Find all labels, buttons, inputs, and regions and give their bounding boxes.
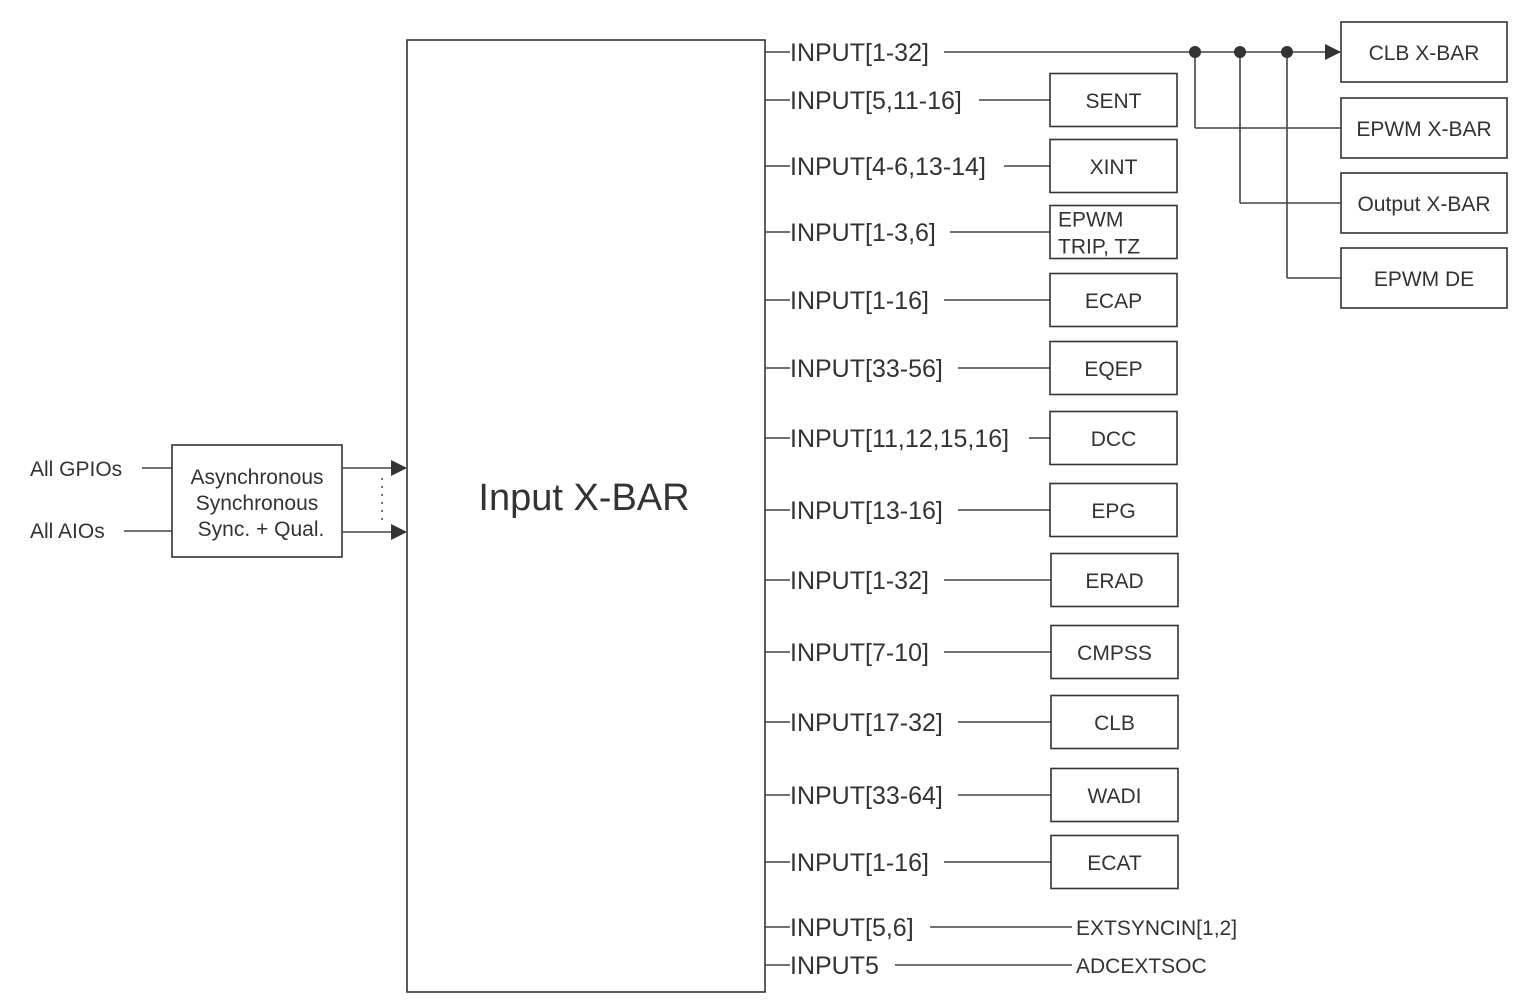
peripheral-box-dcc	[1049, 410, 1178, 466]
junction-dot	[1189, 46, 1201, 58]
xbar-box-label: Output X-BAR	[1357, 193, 1490, 216]
input-range-label: INPUT[1-3,6]	[790, 219, 936, 247]
output-row-11: INPUT[17-32] CLB	[765, 694, 1179, 750]
output-row-13: INPUT[1-16] ECAT	[765, 834, 1179, 890]
input-range-label: INPUT[33-64]	[790, 782, 943, 810]
peripheral-label: CLB	[1094, 712, 1135, 735]
input-range-label: INPUT[13-16]	[790, 497, 943, 525]
peripheral-label: CMPSS	[1077, 642, 1152, 665]
peripheral-label: TRIP, TZ	[1058, 236, 1140, 259]
output-rows: INPUT[1-32] INPUT[5,11-16] SENT INPUT[4-6,1…	[765, 39, 1237, 980]
fanout-target-clb-x-bar: CLB X-BAR	[1340, 21, 1508, 83]
source-label-gpio: All GPIOs	[30, 458, 122, 481]
input-range-label: INPUT[7-10]	[790, 639, 929, 667]
qualifier-line-sync: Synchronous	[196, 492, 319, 515]
peripheral-label: EQEP	[1084, 358, 1142, 381]
xbar-box-epwm-x-bar	[1340, 97, 1508, 159]
peripheral-label: EPG	[1091, 500, 1135, 523]
output-row-7: INPUT[11,12,15,16] DCC	[765, 410, 1178, 466]
qualifier-line-async: Asynchronous	[190, 466, 323, 489]
xbar-box-label: CLB X-BAR	[1369, 42, 1480, 65]
peripheral-box-eqep	[1049, 340, 1178, 396]
input-range-label: INPUT[17-32]	[790, 709, 943, 737]
fanout-target-output-x-bar: Output X-BAR	[1239, 52, 1508, 234]
output-row-10: INPUT[7-10] CMPSS	[765, 624, 1179, 680]
xbar-box-label: EPWM X-BAR	[1356, 118, 1491, 141]
output-row-15: INPUT5 ADCEXTSOC	[765, 952, 1207, 980]
peripheral-box-erad	[1050, 552, 1179, 608]
input-xbar-block	[406, 39, 766, 993]
xbar-box-label: EPWM DE	[1374, 268, 1474, 291]
xbar-box-epwm-de	[1340, 247, 1508, 309]
output-row-5: INPUT[1-16] ECAP	[765, 272, 1178, 328]
signal-label-adcextsoc: ADCEXTSOC	[1076, 955, 1207, 978]
peripheral-box-wadi	[1050, 767, 1179, 823]
xbar-box-clb-x-bar	[1340, 21, 1508, 83]
input-range-label: INPUT[1-16]	[790, 849, 929, 877]
output-row-1: INPUT[1-32]	[765, 39, 929, 67]
peripheral-box-cmpss	[1050, 624, 1179, 680]
signal-label-extsyncin-1-2: EXTSYNCIN[1,2]	[1076, 917, 1237, 940]
input-range-label: INPUT[5,11-16]	[790, 87, 962, 115]
peripheral-label: SENT	[1085, 90, 1141, 113]
source-label-aio: All AIOs	[30, 520, 105, 543]
peripheral-label: EPWM	[1058, 209, 1123, 232]
xbar-box-output-x-bar	[1340, 172, 1508, 234]
peripheral-box-ecap	[1049, 272, 1178, 328]
qualifier-line-qual: Sync. + Qual.	[198, 518, 325, 541]
fanout-target-epwm-x-bar: EPWM X-BAR	[1194, 52, 1508, 159]
input-range-label: INPUT[1-32]	[790, 567, 929, 595]
input-xbar-title: Input X-BAR	[478, 477, 689, 519]
output-row-4: INPUT[1-3,6] EPWM TRIP, TZ	[765, 204, 1178, 260]
output-row-12: INPUT[33-64] WADI	[765, 767, 1179, 823]
input-range-label: INPUT[33-56]	[790, 355, 943, 383]
peripheral-box-clb	[1050, 694, 1179, 750]
input-range-label: INPUT5	[790, 952, 879, 980]
fanout-section: CLB X-BAR EPWM X-BAR Output X-BAR EPWM DE	[944, 21, 1508, 309]
peripheral-label: WADI	[1087, 785, 1141, 808]
peripheral-box-ecat	[1050, 834, 1179, 890]
peripheral-label: XINT	[1090, 156, 1138, 179]
output-row-14: INPUT[5,6] EXTSYNCIN[1,2]	[765, 914, 1237, 942]
output-row-9: INPUT[1-32] ERAD	[765, 552, 1179, 608]
peripheral-label: ECAP	[1085, 290, 1142, 313]
peripheral-label: ERAD	[1085, 570, 1143, 593]
output-row-6: INPUT[33-56] EQEP	[765, 340, 1178, 396]
input-range-label: INPUT[11,12,15,16]	[790, 425, 1009, 453]
output-row-3: INPUT[4-6,13-14] XINT	[765, 138, 1178, 194]
peripheral-label: DCC	[1091, 428, 1137, 451]
peripheral-label: ECAT	[1087, 852, 1142, 875]
peripheral-box-xint	[1049, 138, 1178, 194]
fanout-target-epwm-de: EPWM DE	[1286, 52, 1508, 309]
qualification-block	[171, 444, 343, 558]
input-range-label: INPUT[1-32]	[790, 39, 929, 67]
peripheral-box-sent	[1049, 72, 1178, 128]
input-range-label: INPUT[4-6,13-14]	[790, 153, 986, 181]
peripheral-box-epwm-trip-tz	[1049, 204, 1178, 260]
output-row-8: INPUT[13-16] EPG	[765, 482, 1178, 538]
input-range-label: INPUT[5,6]	[790, 914, 914, 942]
input-range-label: INPUT[1-16]	[790, 287, 929, 315]
junction-dot	[1281, 46, 1293, 58]
peripheral-box-epg	[1049, 482, 1178, 538]
output-row-2: INPUT[5,11-16] SENT	[765, 72, 1178, 128]
junction-dot	[1234, 46, 1246, 58]
